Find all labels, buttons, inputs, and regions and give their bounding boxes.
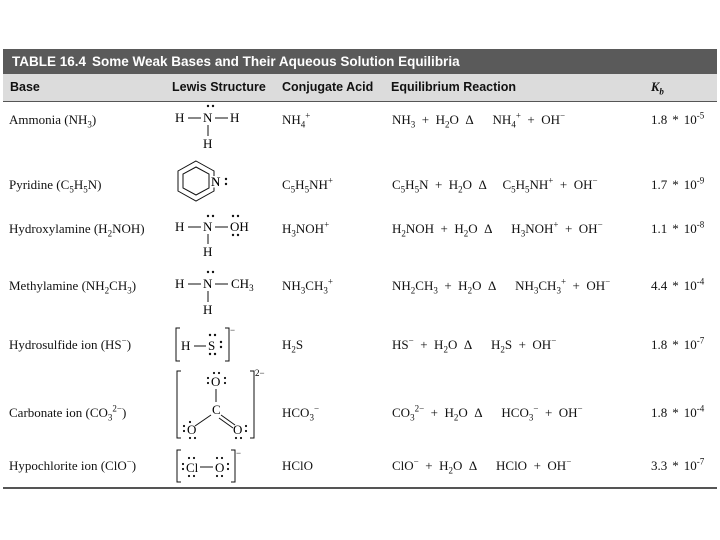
svg-text:Cl: Cl (186, 460, 199, 475)
table-row: Hypochlorite ion (ClO−) Cl O − HClO ClO−… (3, 444, 717, 486)
base-name: Methylamine (NH2CH3) (9, 278, 137, 296)
table-row: Ammonia (NH3) H N H H NH4+ NH3 + H2O Δ N… (3, 102, 717, 157)
pyridine-lewis-structure: N N (177, 160, 228, 202)
svg-text:C: C (212, 402, 221, 417)
hydroxylamine-lewis-structure: H N OH H (175, 214, 249, 257)
base-name: Pyridine (C5H5N) (9, 177, 102, 195)
conjugate-acid: C5H5NH+ (282, 175, 333, 195)
conjugate-acid: HCO3− (282, 403, 320, 423)
svg-text:H: H (203, 136, 212, 151)
svg-text:H: H (175, 219, 184, 234)
equilibrium-reaction: ClO− + H2O Δ HClO + OH− (392, 456, 572, 476)
equilibrium-reaction: H2NOH + H2O Δ H3NOH+ + OH− (392, 219, 603, 239)
svg-text:N: N (203, 110, 213, 125)
conjugate-acid: H3NOH+ (282, 219, 330, 239)
hydrosulfide-lewis-structure: H S − (175, 325, 235, 362)
hypochlorite-lewis-structure: Cl O − (176, 448, 241, 483)
svg-text:H: H (175, 276, 184, 291)
svg-text:H: H (203, 302, 212, 317)
table-row: Hydroxylamine (H2NOH) H N OH H H3NOH+ H2… (3, 207, 717, 257)
header-acid: Conjugate Acid (282, 80, 374, 94)
svg-text:O: O (187, 422, 196, 437)
header-base: Base (10, 80, 40, 94)
svg-text:N: N (211, 174, 221, 189)
svg-text:H: H (175, 110, 184, 125)
header-reaction: Equilibrium Reaction (391, 80, 517, 94)
table-number: TABLE 16.4 (12, 54, 87, 69)
equilibrium-reaction: C5H5N + H2O Δ C5H5NH+ + OH− (392, 175, 598, 195)
header-lewis: Lewis Structure (172, 80, 266, 94)
kb-value: 3.3*10-7 (651, 456, 705, 473)
header-kb: Kb (651, 80, 664, 97)
svg-text:H: H (181, 338, 190, 353)
svg-text:O: O (215, 460, 224, 475)
svg-text:CH3: CH3 (231, 276, 254, 293)
svg-text:N: N (203, 219, 213, 234)
base-name: Hypochlorite ion (ClO−) (9, 456, 137, 473)
methylamine-lewis-structure: H N CH3 H (175, 270, 254, 317)
table-title-bar: TABLE 16.4 Some Weak Bases and Their Aqu… (3, 49, 717, 74)
base-name: Hydrosulfide ion (HS−) (9, 335, 132, 352)
svg-text:−: − (230, 325, 235, 335)
svg-text:H: H (230, 110, 239, 125)
table-row: Carbonate ion (CO32−) O C O O 2− HCO3− C… (3, 368, 717, 440)
kb-value: 1.1*10-8 (651, 219, 705, 236)
equilibrium-reaction: NH2CH3 + H2O Δ NH3CH3+ + OH− (392, 276, 611, 296)
ammonia-lewis-structure: H N H H (175, 104, 239, 151)
base-name: Ammonia (NH3) (9, 112, 97, 130)
table-row: Pyridine (C5H5N) N N C5H5NH+ C5H5N + H2O… (3, 157, 717, 205)
svg-text:H: H (203, 244, 212, 257)
carbonate-lewis-structure: O C O O 2− (176, 368, 265, 440)
table-row: Methylamine (NH2CH3) H N CH3 H NH3CH3+ N… (3, 262, 717, 320)
kb-value: 1.8*10-4 (651, 403, 705, 420)
equilibrium-reaction: HS− + H2O Δ H2S + OH− (392, 335, 557, 355)
table-bottom-rule (3, 487, 717, 489)
svg-text:O: O (233, 422, 242, 437)
base-name: Carbonate ion (CO32−) (9, 403, 127, 423)
svg-text:N: N (203, 276, 213, 291)
svg-text:2−: 2− (255, 368, 265, 378)
table-title: Some Weak Bases and Their Aqueous Soluti… (92, 54, 460, 69)
equilibrium-reaction: NH3 + H2O Δ NH4+ + OH− (392, 110, 566, 130)
svg-text:OH: OH (230, 219, 249, 234)
table-row: Hydrosulfide ion (HS−) H S − H2S HS− + H… (3, 323, 717, 368)
svg-text:−: − (236, 448, 241, 458)
kb-value: 1.8*10-5 (651, 110, 705, 127)
svg-text:S: S (208, 338, 215, 353)
kb-value: 1.8*10-7 (651, 335, 705, 352)
base-name: Hydroxylamine (H2NOH) (9, 221, 145, 239)
conjugate-acid: NH4+ (282, 110, 311, 130)
kb-value: 1.7*10-9 (651, 175, 705, 192)
conjugate-acid: HClO (282, 458, 314, 473)
equilibrium-reaction: CO32− + H2O Δ HCO3− + OH− (392, 403, 583, 423)
svg-text:O: O (211, 374, 220, 389)
conjugate-acid: NH3CH3+ (282, 276, 333, 296)
table-header-row: Base Lewis Structure Conjugate Acid Equi… (3, 74, 717, 102)
svg-text:N: N (211, 174, 221, 189)
kb-value: 4.4*10-4 (651, 276, 705, 293)
conjugate-acid: H2S (282, 337, 304, 355)
